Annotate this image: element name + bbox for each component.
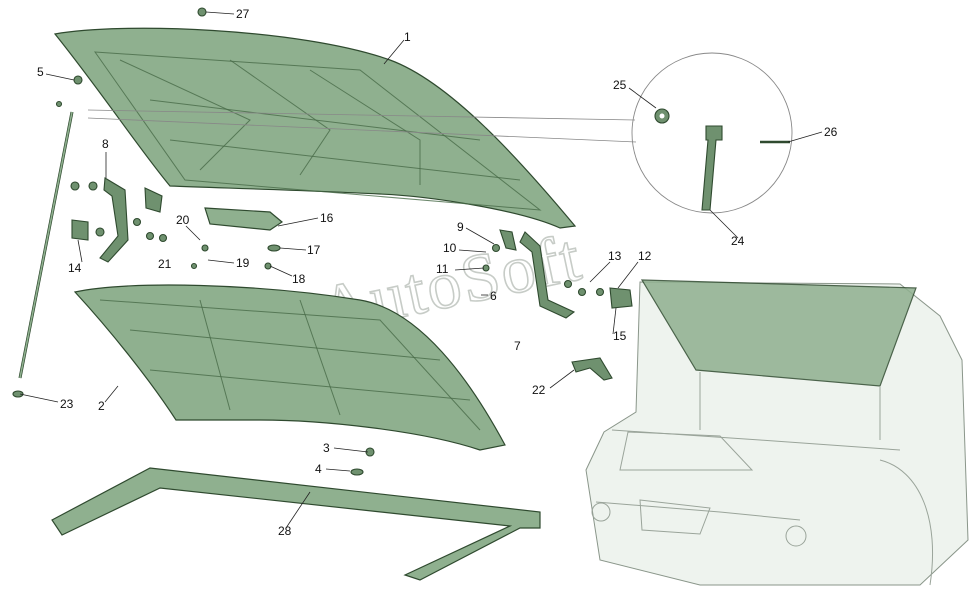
hood-inner-panel — [73, 284, 506, 451]
bumper-bracket — [571, 287, 633, 381]
leader-lines — [19, 11, 823, 529]
callout-9: 9 — [457, 220, 464, 234]
callout-22: 22 — [532, 383, 546, 397]
callout-19: 19 — [236, 256, 250, 270]
lock-bracket — [71, 219, 89, 241]
callout-4: 4 — [315, 462, 322, 476]
callout-11: 11 — [436, 262, 449, 276]
callout-21: 21 — [158, 257, 172, 271]
callout-1: 1 — [404, 30, 411, 44]
callout-8: 8 — [102, 137, 109, 151]
callout-7: 7 — [514, 339, 521, 353]
callout-12: 12 — [638, 249, 652, 263]
callout-15: 15 — [613, 329, 627, 343]
callout-13: 13 — [608, 249, 622, 263]
vehicle-illustration — [585, 279, 969, 586]
callout-3: 3 — [323, 441, 330, 455]
fasteners — [12, 7, 605, 476]
detail-circle — [87, 52, 793, 214]
callout-5: 5 — [37, 65, 44, 79]
callout-10: 10 — [443, 241, 457, 255]
callout-6: 6 — [490, 289, 497, 303]
callout-17: 17 — [307, 243, 321, 257]
callout-24: 24 — [731, 234, 745, 248]
callout-28: 28 — [278, 524, 292, 538]
callout-14: 14 — [68, 261, 82, 275]
hood-latch-bracket — [204, 207, 284, 231]
callout-labels: 1 2 3 4 5 6 7 8 9 10 11 12 13 14 15 16 1… — [37, 7, 838, 538]
callout-18: 18 — [292, 272, 306, 286]
callout-25: 25 — [613, 78, 627, 92]
hood-seal-strip — [51, 467, 541, 581]
callout-2: 2 — [98, 399, 105, 413]
prop-rod — [18, 111, 74, 379]
hood-hinge-left — [99, 177, 163, 263]
callout-27: 27 — [236, 7, 250, 21]
callout-16: 16 — [320, 211, 334, 225]
callout-23: 23 — [60, 397, 74, 411]
callout-20: 20 — [176, 213, 190, 227]
hood-hinge-right — [499, 229, 576, 319]
callout-26: 26 — [824, 125, 838, 139]
